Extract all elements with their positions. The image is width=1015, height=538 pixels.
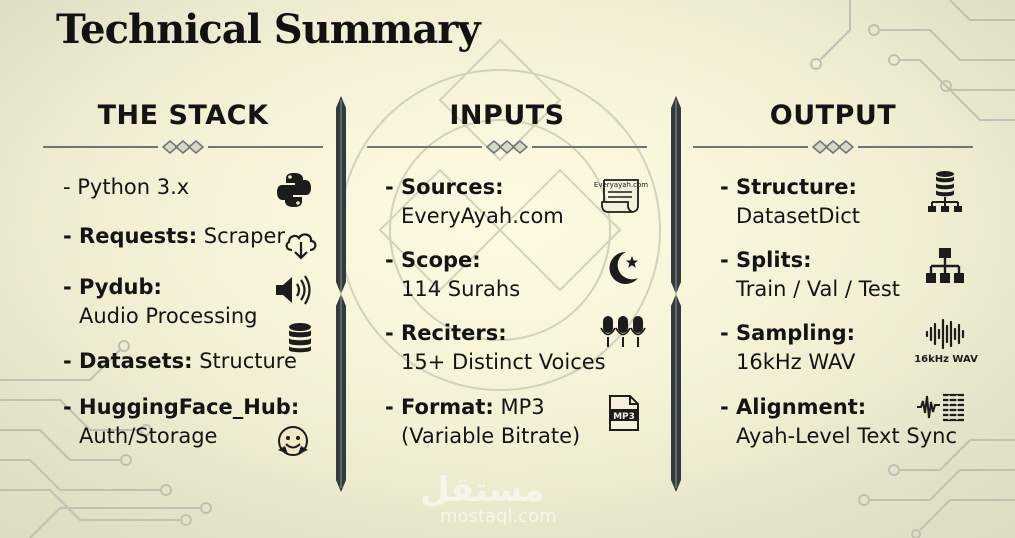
item-text: Auth/Storage xyxy=(79,424,218,448)
item-text: Ayah-Level Text Sync xyxy=(736,424,957,448)
column-heading-output: OUTPUT xyxy=(769,100,897,131)
watermark-latin: mostaql.com xyxy=(440,506,557,527)
item-text: DatasetDict xyxy=(736,204,861,228)
item-text: Train / Val / Test xyxy=(736,277,901,301)
item-text: - Python 3.x xyxy=(63,175,190,199)
stack-item-requests: - Requests: Scraper xyxy=(63,222,285,251)
waveform-text-icon xyxy=(917,393,964,422)
stack-item-pydub: - Pydub: Audio Processing xyxy=(63,273,258,331)
heading-ornament xyxy=(43,140,323,154)
item-text: (Variable Bitrate) xyxy=(401,424,581,448)
item-label: - Sampling: xyxy=(720,321,856,345)
item-text: 16kHz WAV xyxy=(736,350,856,374)
crescent-star-icon xyxy=(609,251,638,284)
scroll-icon: Everyayah.com xyxy=(594,179,648,213)
column-divider xyxy=(671,96,681,492)
column-heading-stack: THE STACK xyxy=(97,100,269,131)
output-item-sampling: - Sampling: 16kHz WAV xyxy=(720,319,855,377)
mp3-icon-text: MP3 xyxy=(613,412,635,422)
output-item-alignment: - Alignment: Ayah-Level Text Sync xyxy=(720,393,957,451)
item-label: - Datasets: xyxy=(63,349,193,373)
waveform-icon: 16kHz WAV xyxy=(914,318,978,365)
heading-ornament xyxy=(367,140,647,154)
mp3-file-icon: MP3 xyxy=(609,395,639,431)
item-inline: MP3 xyxy=(493,395,545,419)
item-label: - Requests: xyxy=(63,224,198,248)
waveform-icon-text: 16kHz WAV xyxy=(914,354,978,365)
output-item-structure: - Structure: DatasetDict xyxy=(720,173,860,231)
speaker-icon xyxy=(276,275,311,305)
page-title: Technical Summary xyxy=(56,6,481,53)
watermark-arabic: مستقل xyxy=(420,470,545,510)
heading-ornament xyxy=(693,140,973,154)
input-item-format: - Format: MP3 (Variable Bitrate) xyxy=(385,393,580,451)
column-heading-inputs: INPUTS xyxy=(449,100,565,131)
item-label: - Scope: xyxy=(385,248,481,272)
item-label: - Reciters: xyxy=(385,321,507,345)
item-label: - HuggingFace_Hub: xyxy=(63,395,300,419)
hugging-face-icon xyxy=(278,426,308,456)
stack-item-datasets: - Datasets: Structure xyxy=(63,347,297,376)
item-text: 114 Surahs xyxy=(401,277,521,301)
item-text: 15+ Distinct Voices xyxy=(401,350,606,374)
cloud-download-icon xyxy=(285,233,317,260)
item-text: EveryAyah.com xyxy=(401,204,564,228)
hierarchy-icon xyxy=(926,248,964,283)
microphones-icon xyxy=(600,316,646,347)
column-divider xyxy=(336,96,346,492)
scroll-icon-text: Everyayah.com xyxy=(594,181,648,189)
item-label: - Structure: xyxy=(720,175,857,199)
item-text: Audio Processing xyxy=(79,304,258,328)
stack-item-huggingface: - HuggingFace_Hub: Auth/Storage xyxy=(63,393,299,451)
item-text: Scraper xyxy=(197,224,286,248)
item-label: - Sources: xyxy=(385,175,504,199)
output-item-splits: - Splits: Train / Val / Test xyxy=(720,246,900,304)
item-label: - Alignment: xyxy=(720,395,867,419)
item-text: Structure xyxy=(192,349,297,373)
item-label: - Format: xyxy=(385,395,494,419)
database-tree-icon xyxy=(928,171,962,212)
item-label: - Pydub: xyxy=(63,275,162,299)
input-item-sources: - Sources: EveryAyah.com xyxy=(385,173,564,231)
input-item-scope: - Scope: 114 Surahs xyxy=(385,246,520,304)
python-icon xyxy=(277,173,311,207)
input-item-reciters: - Reciters: 15+ Distinct Voices xyxy=(385,319,606,377)
item-label: - Splits: xyxy=(720,248,812,272)
database-icon xyxy=(289,323,311,353)
stack-item-python: - Python 3.x xyxy=(63,173,189,202)
